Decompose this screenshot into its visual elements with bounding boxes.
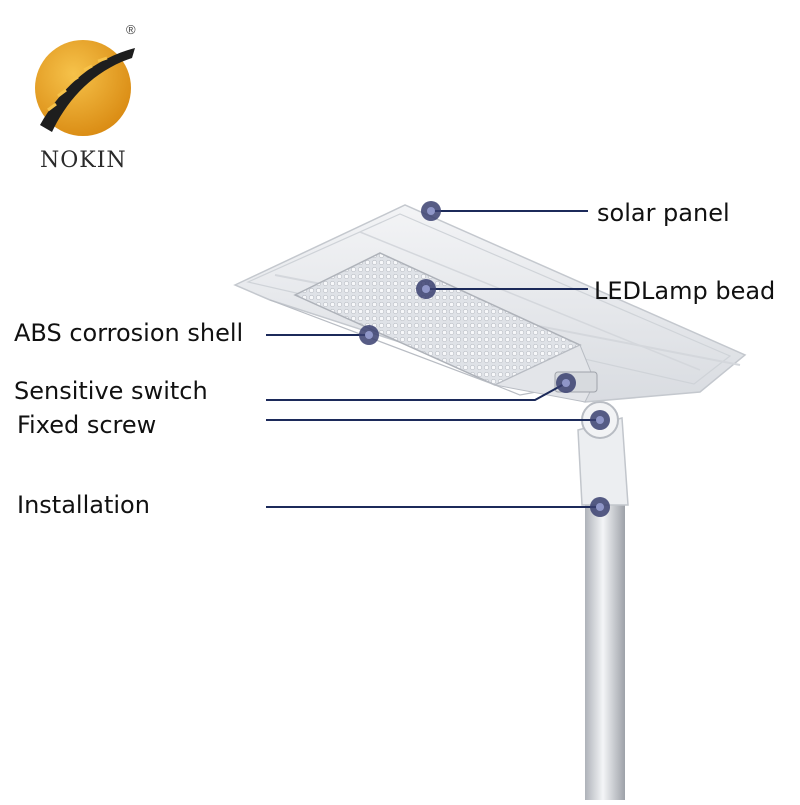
- label-sensitive-switch: Sensitive switch: [14, 377, 208, 405]
- brand-logo: [35, 40, 135, 136]
- callout-markers: [359, 201, 610, 517]
- brand-name: NOKIN: [40, 148, 127, 173]
- pole: [585, 500, 625, 800]
- registered-mark: ®: [126, 22, 136, 37]
- label-abs-shell: ABS corrosion shell: [14, 319, 244, 347]
- leader-lines: [266, 210, 600, 508]
- label-fixed-screw: Fixed screw: [17, 411, 157, 439]
- label-installation: Installation: [17, 491, 150, 519]
- label-solar-panel: solar panel: [597, 199, 730, 227]
- label-led-lamp-bead: LEDLamp bead: [594, 277, 776, 305]
